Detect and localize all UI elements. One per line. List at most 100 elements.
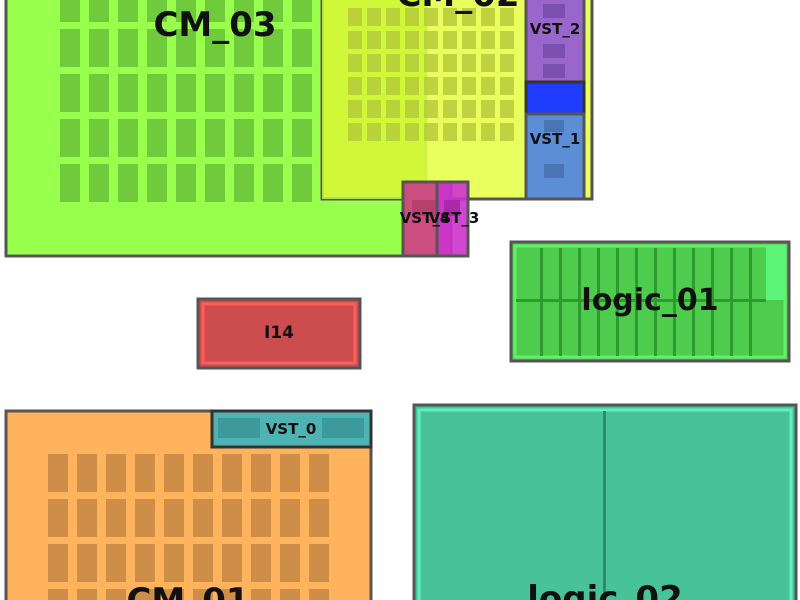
block-cm-01-cell (280, 499, 300, 537)
block-cm-01-cell (251, 589, 271, 600)
block-vst-1-cell (544, 164, 564, 178)
block-vst-1-cell (544, 120, 564, 132)
block-cm-01-cell (164, 589, 184, 600)
block-cm-03-cell (118, 0, 138, 22)
block-cm-02-cell (443, 77, 457, 95)
block-cm-01-cell (222, 499, 242, 537)
block-cm-01-cell (77, 589, 97, 600)
vst-overlap-strip (524, 80, 586, 116)
block-cm-02-overlap-region (322, 0, 426, 199)
block-vst-1: VST_1 (524, 112, 586, 201)
block-cm-02-cell (481, 54, 495, 72)
block-cm-02-cell (481, 123, 495, 141)
block-cm-02-cell (367, 54, 381, 72)
block-cm-01-cell (251, 499, 271, 537)
block-cm-02-cell (367, 123, 381, 141)
block-vst-2-cell (543, 64, 565, 78)
block-cm-03-cell (147, 164, 167, 202)
block-cm-02-cell (481, 8, 495, 26)
block-cm-01-cell (77, 499, 97, 537)
block-cm-02-cell (424, 54, 438, 72)
block-cm-03-cell (234, 164, 254, 202)
block-cm-03-cell (89, 164, 109, 202)
block-cm-02-cell (462, 123, 476, 141)
block-logic-02-inner-border (417, 408, 793, 600)
block-i14-body (196, 297, 362, 370)
block-cm-02-cell (424, 77, 438, 95)
block-cm-03-cell (263, 119, 283, 157)
block-cm-01-cell (77, 454, 97, 492)
block-cm-02-cell (348, 100, 362, 118)
block-cm-03-cell (205, 119, 225, 157)
block-cm-02-cell (500, 77, 514, 95)
block-cm-02-cell (443, 31, 457, 49)
block-cm-02-cell (424, 100, 438, 118)
block-cm-03-cell (60, 119, 80, 157)
block-cm-01-cell (164, 544, 184, 582)
block-cm-03-cell (89, 119, 109, 157)
block-logic-02-divider (603, 411, 606, 600)
block-logic-01: logic_01 (509, 240, 791, 363)
block-cm-02-cell (348, 123, 362, 141)
block-cm-02-cell (481, 77, 495, 95)
block-vst-3-label: VST_3 (429, 209, 480, 227)
block-cm-03-cell (118, 74, 138, 112)
block-cm-02-cell (424, 8, 438, 26)
block-cm-01-cells (48, 454, 329, 600)
block-cm-02-cell (405, 77, 419, 95)
block-cm-01-cell (135, 544, 155, 582)
block-cm-01-cell (309, 544, 329, 582)
block-vst-2-cell (543, 4, 565, 18)
block-cm-02-cell (386, 8, 400, 26)
block-cm-01-cell (193, 589, 213, 600)
block-cm-01-cell (106, 454, 126, 492)
block-logic-01-label: logic_01 (581, 283, 718, 318)
block-cm-01-cell (48, 499, 68, 537)
block-vst-2-cell (543, 44, 565, 58)
block-cm-03-cell (263, 164, 283, 202)
block-cm-01-cell (48, 544, 68, 582)
block-vst-1-label: VST_1 (530, 130, 581, 148)
block-vst-0-label: VST_0 (266, 420, 317, 438)
block-cm-02-cell (348, 8, 362, 26)
block-cm-01-cell (280, 454, 300, 492)
block-cm-03-label: CM_03 (153, 5, 276, 45)
block-cm-03-cell (292, 0, 312, 22)
block-cm-01-cell (106, 499, 126, 537)
block-cm-01-cell (106, 544, 126, 582)
block-vst-0: VST_0 (210, 409, 373, 449)
block-vst-0-cell (218, 418, 260, 438)
block-cm-02-cell (462, 8, 476, 26)
block-cm-01-cell (77, 544, 97, 582)
block-cm-03-cell (60, 0, 80, 22)
block-cm-03-cell (118, 29, 138, 67)
block-cm-03-cell (176, 0, 196, 22)
block-cm-02-cell (443, 100, 457, 118)
block-vst-1-cells (544, 120, 564, 178)
block-vst-4-label: VST_4 (400, 209, 451, 227)
block-cm-02-cell (462, 31, 476, 49)
block-cm-02-cell (367, 8, 381, 26)
block-cm-01-cell (280, 544, 300, 582)
block-cm-02-cell (405, 54, 419, 72)
block-cm-02-cell (481, 31, 495, 49)
block-cm-02-cell (443, 8, 457, 26)
block-cm-03-cell (176, 74, 196, 112)
block-cm-02-cell (424, 31, 438, 49)
block-cm-03-cell (292, 29, 312, 67)
block-cm-03-cell (205, 0, 225, 22)
block-cm-01-cell (48, 589, 68, 600)
block-logic-01-divider (516, 299, 766, 302)
block-cm-01-cell (164, 499, 184, 537)
block-cm-02-cell (462, 100, 476, 118)
block-cm-02-cell (386, 100, 400, 118)
block-i14-inner-border (201, 302, 357, 365)
block-cm-01-cell (309, 589, 329, 600)
block-cm-03-cell (292, 164, 312, 202)
block-vst-3-cell (444, 200, 460, 216)
block-cm-03-cell (147, 119, 167, 157)
block-cm-02-cell (443, 123, 457, 141)
block-vst-2-label: VST_2 (530, 20, 581, 38)
block-cm-02-cell (500, 31, 514, 49)
